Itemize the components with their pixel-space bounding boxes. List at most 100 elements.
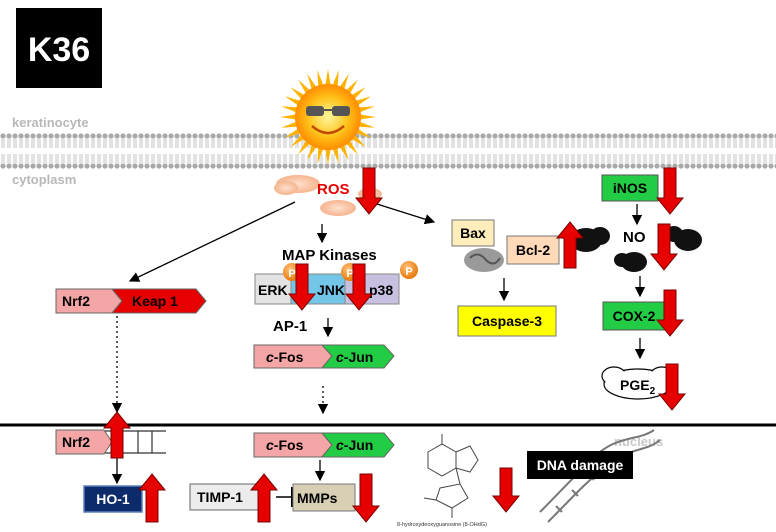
regulation-arrows (102, 167, 687, 523)
dna-damage-label: DNA damage (537, 457, 624, 473)
keratinocyte-label: keratinocyte (12, 115, 89, 130)
sun-ray (354, 127, 372, 138)
cjun-box (320, 344, 395, 369)
cfos-cjun-cytoplasm (253, 344, 395, 369)
ho1-box (83, 485, 143, 513)
badge-label: K36 (28, 31, 90, 69)
p38-label: p38 (369, 282, 393, 298)
mitochondrion-icon (464, 248, 504, 272)
pge-subscript: 2 (650, 386, 656, 397)
cjun-rest: -Jun (344, 349, 374, 365)
nrf2-keap1-complex (55, 288, 207, 314)
sun-ray (290, 87, 306, 100)
keap1-label: Keap 1 (132, 293, 178, 309)
sun-ray (317, 70, 324, 88)
map-kinases-label: MAP Kinases (282, 247, 377, 264)
cfos-cjun-nucleus (253, 432, 395, 458)
phospho-label-1: P (288, 268, 295, 280)
sun-ray (307, 143, 318, 161)
pge2-label: PGE2 (620, 377, 656, 397)
phospho-label-3: P (405, 266, 412, 278)
sun-ray (345, 79, 358, 95)
inos-down-arrow (655, 167, 685, 215)
dna-damage-box (527, 451, 633, 479)
sun-ray (281, 106, 299, 113)
no-label: NO (623, 229, 646, 246)
cjun-nuc-c: c (336, 437, 344, 453)
sun-ray (345, 139, 358, 155)
sun-ray (357, 106, 375, 113)
mmps-down-arrow (351, 473, 381, 523)
bcl2-up-arrow (555, 221, 585, 269)
sun-ray (358, 114, 376, 120)
cox2-down-arrow (655, 289, 685, 337)
bcl2-label: Bcl-2 (516, 242, 550, 258)
sun-ray (307, 73, 318, 91)
sun-ray (350, 87, 366, 100)
cjun-nuc-rest: -Jun (344, 437, 374, 453)
caspase3-box (457, 305, 557, 337)
mmps-label: MMPs (297, 490, 338, 506)
cox2-box (602, 301, 666, 331)
timp1-label: TIMP-1 (197, 489, 243, 505)
caspase3-label: Caspase-3 (472, 313, 542, 329)
bax-label: Bax (460, 225, 486, 241)
ohdg-down-arrow (491, 467, 521, 513)
sun-icon (280, 69, 376, 165)
sun-ray (284, 127, 302, 138)
ros-to-apoptosis-arrow (376, 203, 436, 225)
cjun-c: c (336, 349, 344, 365)
ho1-label: HO-1 (96, 491, 130, 507)
ros-up-arrow-down (354, 167, 384, 215)
ohdg-structure-icon (423, 434, 479, 518)
cjun-nucleus-box (320, 432, 395, 458)
ros-label: ROS (317, 181, 350, 198)
sun-ray (290, 134, 306, 147)
cjun-nucleus-label: c-Jun (336, 437, 373, 453)
sun-ray (338, 143, 349, 161)
sun-ray (338, 73, 349, 91)
cox2-label: COX-2 (613, 308, 656, 324)
erk-label: ERK (258, 282, 288, 298)
inos-label: iNOS (613, 180, 647, 196)
cytoplasm-label: cytoplasm (12, 172, 76, 187)
sun-ray (298, 79, 311, 95)
erk-down-arrow (287, 263, 317, 311)
sun-ray (354, 96, 372, 107)
nrf2-nucleus-box (55, 429, 113, 455)
sun-ray (317, 146, 324, 164)
cfos-label: c-Fos (266, 349, 304, 365)
cfos-rest: -Fos (274, 349, 304, 365)
cfos-nuc-rest: -Fos (274, 437, 304, 453)
badge-box (16, 8, 102, 88)
sun-ray (332, 146, 339, 164)
pge-text: PGE (620, 377, 650, 393)
keap1-box (110, 288, 207, 314)
sun-ray (332, 70, 339, 88)
cjun-label: c-Jun (336, 349, 373, 365)
timp1-up-arrow (249, 473, 279, 523)
sun-ray (280, 114, 298, 120)
inos-box (601, 174, 659, 202)
erk-box (254, 273, 292, 305)
cell-membrane (0, 132, 776, 170)
jnk-label: JNK (317, 282, 345, 298)
no-cloud-icon (570, 226, 702, 272)
nrf2-nucleus-label: Nrf2 (62, 434, 90, 450)
ho1-up-arrow (137, 473, 167, 523)
sun-ray (284, 96, 302, 107)
sun-ray (357, 121, 375, 128)
cfos-nucleus-label: c-Fos (266, 437, 304, 453)
phospho-label-2: P (346, 268, 353, 280)
ap1-label: AP-1 (273, 318, 307, 335)
cfos-c: c (266, 349, 274, 365)
sun-ray (325, 147, 331, 165)
ohdg-caption: 8-hydroxydeoxyguanosine (8-OHdG) (397, 522, 487, 528)
nrf2-label: Nrf2 (62, 293, 90, 309)
cfos-nuc-c: c (266, 437, 274, 453)
bcl2-box (506, 235, 560, 265)
ros-to-nrf2-arrow (128, 201, 296, 282)
sun-ray (350, 134, 366, 147)
